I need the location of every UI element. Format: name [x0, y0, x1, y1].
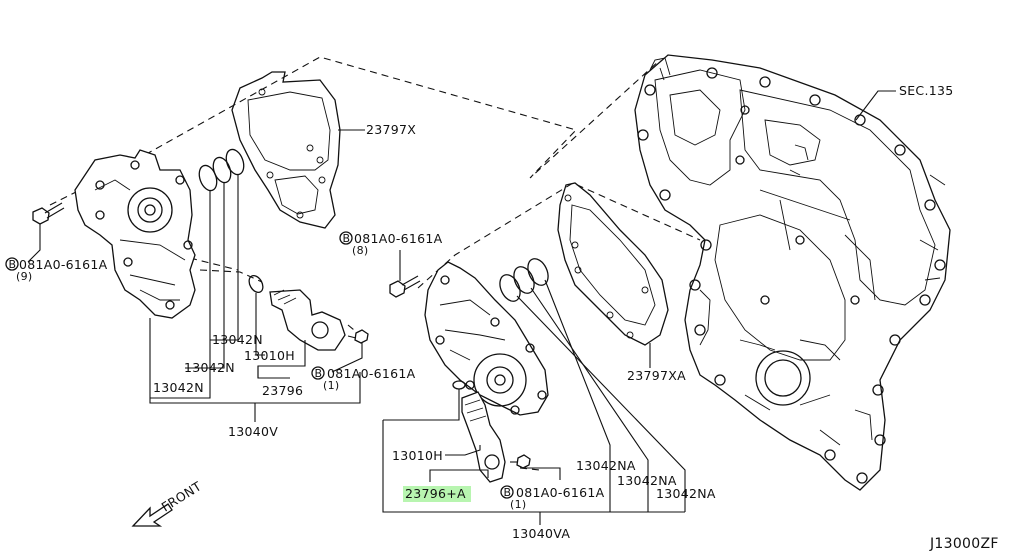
bolt-1-left-qty: (1) — [323, 379, 339, 392]
cover-right-label: 13040VA — [512, 526, 570, 541]
bolt-symbol-1-right: B — [504, 486, 512, 499]
valve-timing-cover-right — [424, 261, 549, 416]
oring-left-1-label: 13042N — [212, 332, 263, 347]
bolt-9-qty: (9) — [16, 270, 32, 283]
o-rings-right — [499, 258, 549, 302]
left-callouts: 13042N 13042N 13042N 13010H 23796 13040V… — [149, 175, 416, 439]
oring-left-3-label: 13042N — [153, 380, 204, 395]
bolt-8-qty: (8) — [352, 244, 368, 257]
bolt-symbol-9: B — [9, 258, 17, 271]
gasket-23797x: 23797X — [231, 71, 416, 229]
valve-right-highlight — [403, 486, 471, 502]
solenoid-valve-left — [248, 274, 369, 351]
gasket-23797xa: 23797XA — [557, 182, 686, 383]
bolt-1-right-qty: (1) — [510, 498, 526, 511]
valve-right-label: 23796+A — [405, 486, 466, 501]
timing-chain-case — [634, 54, 951, 491]
diagram-id: J13000ZF — [929, 536, 999, 552]
filter-right-label: 13010H — [392, 448, 443, 463]
oring-right-3-label: 13042NA — [656, 486, 716, 501]
front-direction-indicator: FRONT — [131, 478, 204, 527]
case-bolt-holes — [637, 67, 946, 484]
gasket-23797x-label: 23797X — [366, 122, 416, 137]
filter-left-label: 13010H — [244, 348, 295, 363]
bolt-left-9: B 081A0-6161A (9) — [5, 202, 108, 283]
valve-left-label: 23796 — [262, 383, 303, 398]
gasket-23797xa-label: 23797XA — [627, 368, 686, 383]
oring-left-2-label: 13042N — [184, 360, 235, 375]
o-rings-left — [198, 148, 245, 192]
sec135-callout: SEC.135 — [855, 83, 954, 121]
bolt-symbol-1-left: B — [315, 367, 323, 380]
bolt-1-left-part-label: 081A0-6161A — [327, 366, 416, 381]
bolt-symbol-8: B — [343, 232, 351, 245]
valve-timing-cover-left — [74, 149, 196, 319]
bolt-8: B 081A0-6161A (8) — [339, 231, 443, 298]
sec135-label: SEC.135 — [899, 83, 954, 98]
front-label: FRONT — [159, 478, 204, 514]
bolt-9-part-label: 081A0-6161A — [19, 257, 108, 272]
oring-right-1-label: 13042NA — [576, 458, 636, 473]
oring-right-2-label: 13042NA — [617, 473, 677, 488]
bolt-8-part-label: 081A0-6161A — [354, 231, 443, 246]
front-arrow-icon — [131, 503, 173, 527]
cover-left-label: 13040V — [228, 424, 278, 439]
right-callouts: 13010H 23796+A B 081A0-6161A (1) 13042NA… — [382, 279, 716, 541]
solenoid-valve-right — [452, 380, 531, 483]
bolt-1-right-part-label: 081A0-6161A — [516, 485, 605, 500]
